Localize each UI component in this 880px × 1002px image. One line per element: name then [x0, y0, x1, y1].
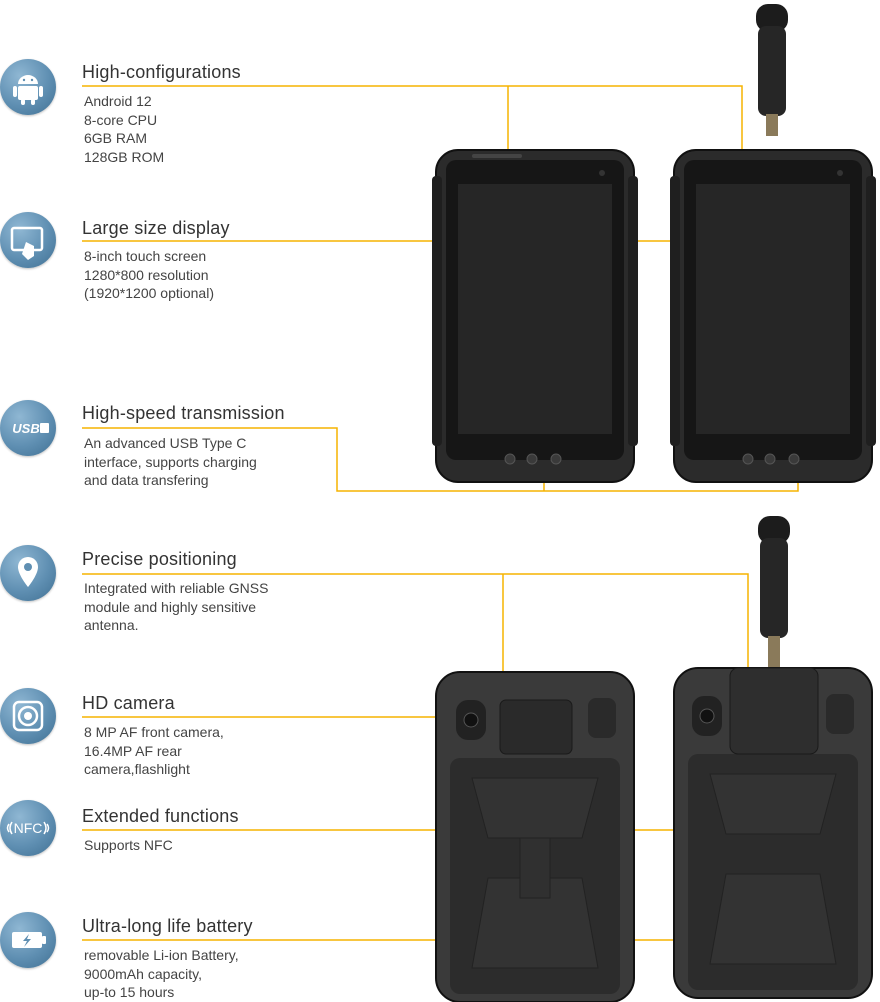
tablet-back-image	[435, 671, 635, 1002]
feature-title: Large size display	[82, 218, 230, 238]
feature-description: Supports NFC	[84, 836, 173, 855]
feature-title: Extended functions	[82, 806, 239, 826]
touch-screen-icon	[0, 212, 56, 268]
feature-line: 128GB ROM	[84, 148, 165, 165]
feature-line: Supports NFC	[84, 837, 173, 853]
feature-line: (1920*1200 optional)	[84, 285, 214, 301]
feature-title: HD camera	[82, 693, 175, 713]
feature-line: Android 12	[84, 93, 152, 109]
tablet-front-antenna-image	[670, 4, 876, 483]
feature-line: module and highly sensitive	[84, 598, 256, 615]
feature-line: 8 MP AF front camera,	[84, 724, 224, 740]
feature-line: interface, supports charging	[84, 453, 257, 470]
battery-icon	[0, 912, 56, 968]
feature-title: High-configurations	[82, 62, 241, 82]
feature-line: 8-core CPU	[84, 111, 158, 128]
feature-description: 8 MP AF front camera, 16.4MP AF rear cam…	[84, 723, 224, 779]
nfc-icon: NFC	[0, 800, 56, 856]
feature-line: 6GB RAM	[84, 130, 148, 146]
camera-lens-icon	[0, 688, 56, 744]
feature-line: 8-inch touch screen	[84, 248, 207, 264]
feature-description: removable Li-ion Battery, 9000mAh capaci…	[84, 946, 239, 1002]
feature-description: An advanced USB Type C interface, suppor…	[84, 434, 257, 490]
feature-line: 16.4MP AF rear	[84, 742, 182, 759]
location-pin-icon	[0, 545, 56, 601]
feature-description: 8-inch touch screen 1280*800 resolution …	[84, 247, 214, 303]
android-icon	[0, 59, 56, 115]
feature-line: 1280*800 resolution	[84, 266, 209, 283]
feature-title: Ultra-long life battery	[82, 916, 253, 936]
feature-line: camera,flashlight	[84, 761, 190, 777]
feature-line: 9000mAh capacity,	[84, 965, 203, 982]
feature-line: antenna.	[84, 617, 139, 633]
feature-title: High-speed transmission	[82, 403, 285, 423]
svg-text:USB: USB	[12, 421, 39, 436]
feature-line: Integrated with reliable GNSS	[84, 580, 269, 596]
feature-description: Integrated with reliable GNSS module and…	[84, 579, 268, 635]
tablet-front-image	[432, 149, 638, 483]
feature-title: Precise positioning	[82, 549, 237, 569]
feature-line: up-to 15 hours	[84, 984, 175, 1000]
usb-icon: USB	[0, 400, 56, 456]
feature-line: removable Li-ion Battery,	[84, 947, 239, 963]
feature-line: An advanced USB Type C	[84, 435, 247, 451]
svg-text:NFC: NFC	[14, 820, 43, 836]
feature-line: and data transfering	[84, 472, 209, 488]
feature-description: Android 12 8-core CPU 6GB RAM 128GB ROM	[84, 92, 164, 166]
tablet-back-antenna-image	[673, 516, 873, 999]
